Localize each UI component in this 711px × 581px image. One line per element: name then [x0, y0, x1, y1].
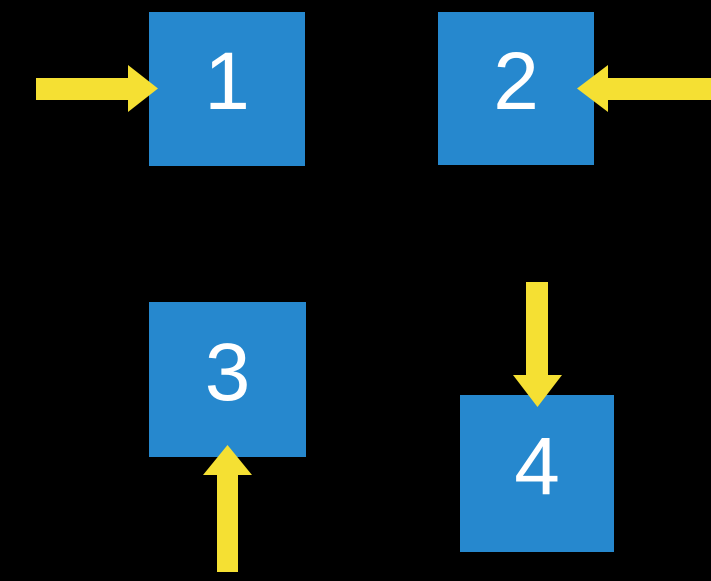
target-square-2[interactable]: 2	[438, 12, 594, 165]
arrow-right-icon	[36, 65, 158, 112]
target-square-1[interactable]: 1	[149, 12, 305, 166]
target-square-3[interactable]: 3	[149, 302, 306, 457]
square-label: 4	[514, 420, 560, 512]
square-label: 2	[493, 35, 539, 127]
square-label: 3	[204, 326, 251, 418]
square-label: 1	[204, 36, 250, 127]
target-square-4[interactable]: 4	[460, 395, 614, 552]
arrow-up-icon	[203, 445, 252, 572]
arrow-down-icon	[513, 282, 562, 407]
arrow-left-icon	[577, 65, 711, 112]
